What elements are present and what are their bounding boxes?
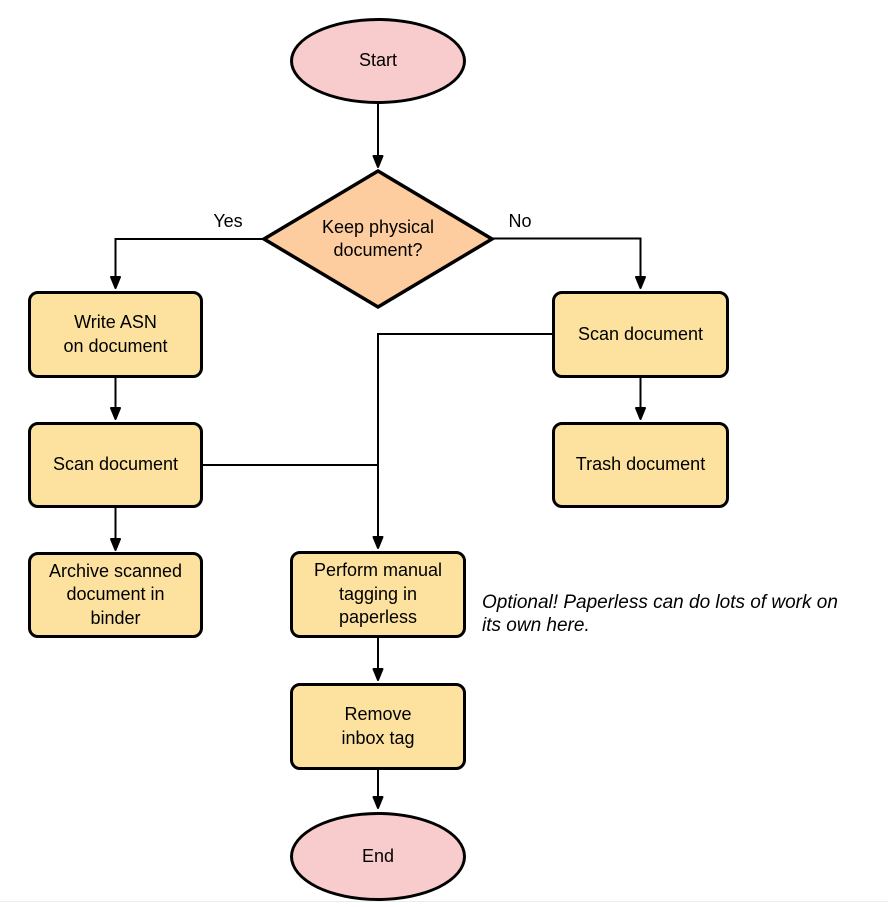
node-scan-document-left: Scan document [28, 422, 203, 508]
edge-yes-to-write-asn [110, 238, 264, 289]
optional-note: Optional! Paperless can do lots of work … [482, 592, 838, 637]
edge-label-yes: Yes [213, 211, 243, 231]
bottom-divider [0, 901, 888, 902]
edge-scan-right-to-tagging [372, 333, 552, 549]
node-trash-document: Trash document [552, 422, 729, 508]
node-start: Start [290, 18, 466, 104]
node-remove-inbox-tag: Remove inbox tag [290, 683, 466, 770]
edge-label-no: No [508, 211, 532, 231]
node-scan-document-right: Scan document [552, 291, 729, 378]
node-end: End [290, 812, 466, 901]
node-manual-tagging: Perform manual tagging in paperless [290, 551, 466, 638]
node-decision-label: Keep physical document? [321, 216, 435, 260]
decision-shape [260, 168, 496, 310]
node-write-asn: Write ASN on document [28, 291, 203, 378]
edge-no-to-scan-right [492, 237, 646, 289]
node-archive-binder: Archive scanned document in binder [28, 552, 203, 638]
